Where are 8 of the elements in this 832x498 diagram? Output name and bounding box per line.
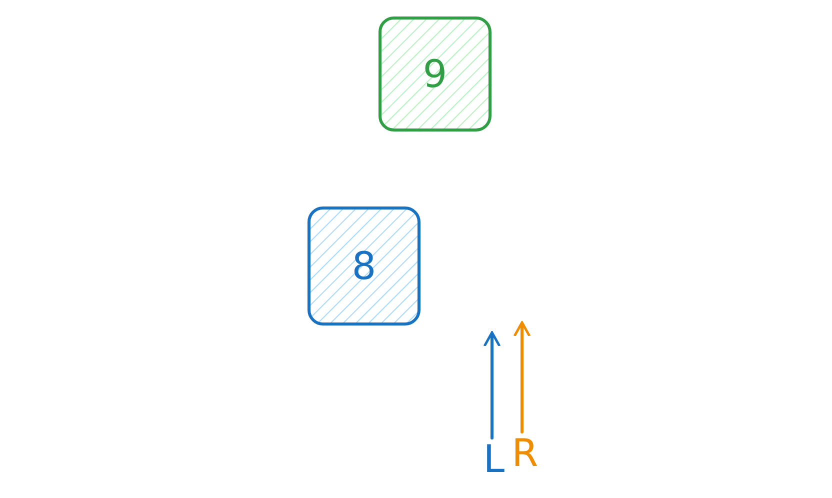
- arrow: [483, 331, 501, 440]
- arrow-letter: L: [483, 440, 505, 478]
- arrow: [513, 321, 531, 434]
- box-label: 8: [352, 247, 376, 285]
- hatched-box: [307, 206, 421, 326]
- hatched-box: [378, 16, 492, 132]
- box-label: 9: [422, 55, 448, 93]
- arrow-letter: R: [512, 434, 538, 472]
